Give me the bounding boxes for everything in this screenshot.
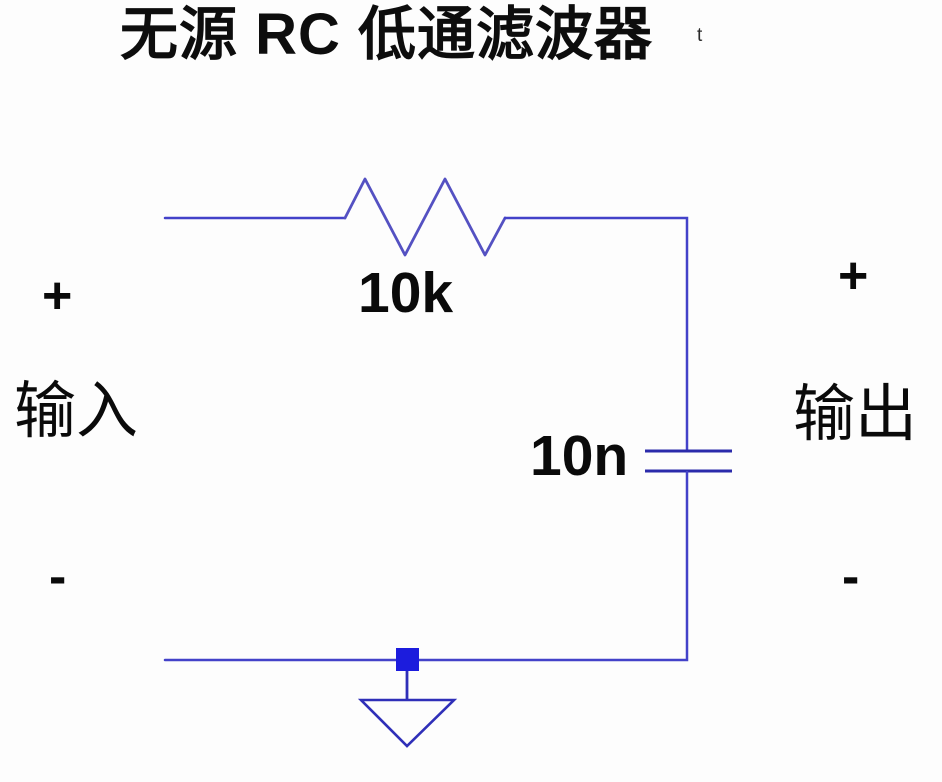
capacitor-value-label: 10n <box>530 424 629 488</box>
resistor-value-label: 10k <box>358 261 454 325</box>
ground-node <box>396 648 419 671</box>
ground-icon <box>357 698 458 748</box>
input-label: 输入 <box>14 377 139 446</box>
output-minus-label: - <box>842 548 860 606</box>
resistor-symbol <box>343 177 507 257</box>
input-minus-label: - <box>49 548 67 606</box>
output-label: 输出 <box>793 380 918 449</box>
wire-top-right <box>503 216 689 452</box>
page-title: 无源 RC 低通滤波器 <box>120 2 654 67</box>
input-plus-label: + <box>42 267 73 325</box>
watermark-text: t <box>697 25 703 46</box>
wire-bottom <box>163 470 689 662</box>
output-plus-label: + <box>838 247 869 305</box>
